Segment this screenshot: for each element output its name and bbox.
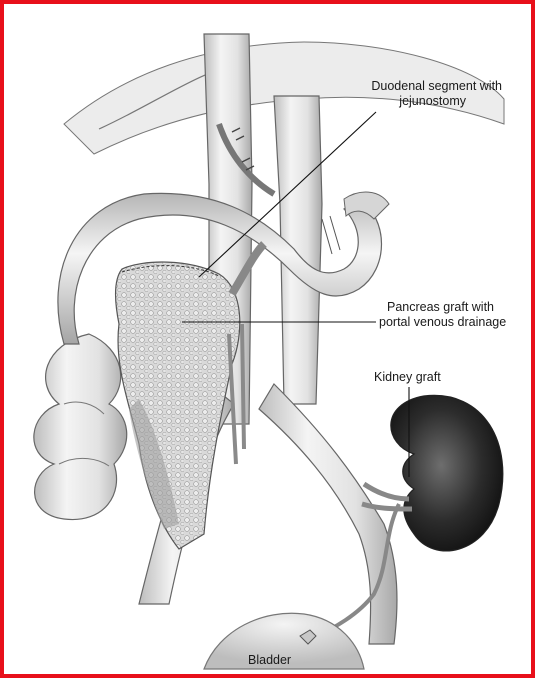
kidney-graft bbox=[391, 395, 503, 550]
bladder-label: Bladder bbox=[248, 653, 291, 668]
small-bowel-loops bbox=[34, 334, 127, 520]
pancreas-graft-label: Pancreas graft with portal venous draina… bbox=[379, 300, 506, 330]
kidney-graft-label: Kidney graft bbox=[374, 370, 441, 385]
duodenal-label-line2: jejunostomy bbox=[322, 94, 466, 109]
pancreas-label-line2: portal venous drainage bbox=[379, 315, 506, 330]
pancreas-label-line1: Pancreas graft with bbox=[379, 300, 506, 315]
right-iliac-vessel bbox=[259, 384, 397, 644]
duodenal-segment-label: Duodenal segment with jejunostomy bbox=[322, 79, 502, 109]
duodenal-label-line1: Duodenal segment with bbox=[322, 79, 502, 94]
